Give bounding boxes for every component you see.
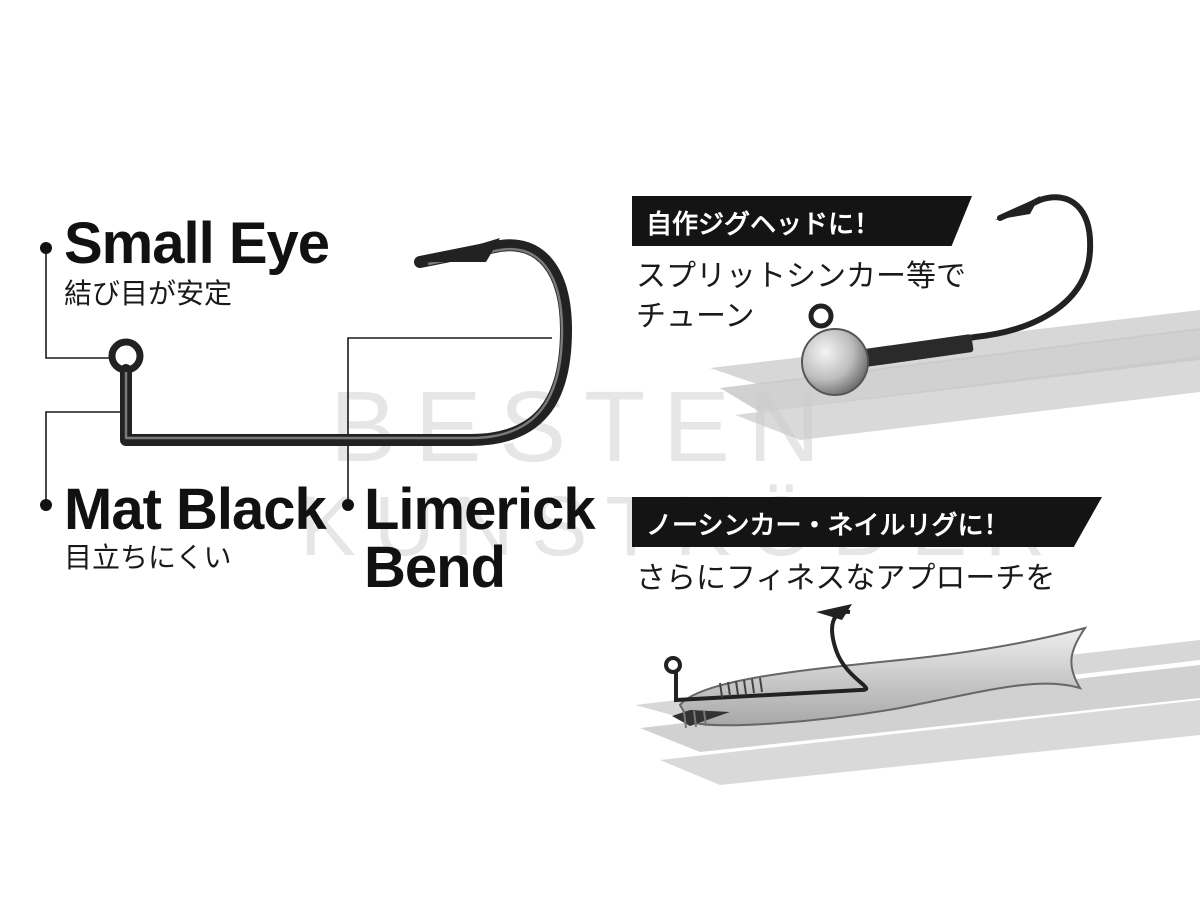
jig-head-text-line2: チューン xyxy=(636,299,755,334)
worm-rig xyxy=(664,604,1088,729)
no-sinker-banner: ノーシンカー・ネイルリグに！ xyxy=(632,497,1102,547)
mat-black-title: Mat Black xyxy=(64,477,327,542)
brush-stroke-top xyxy=(710,310,1200,440)
screw-spring xyxy=(719,677,763,698)
jig-head-banner-text: 自作ジグヘッドに！ xyxy=(646,210,881,240)
jig-head-ball xyxy=(801,328,869,396)
small-eye-title: Small Eye xyxy=(64,211,330,276)
mat-black-subtitle: 目立ちにくい xyxy=(64,541,232,574)
jig-eye xyxy=(808,303,834,329)
small-eye-subtitle: 結び目が安定 xyxy=(64,277,233,310)
mat-black-leader xyxy=(45,411,120,505)
no-sinker-banner-text: ノーシンカー・ネイルリグに！ xyxy=(646,511,1010,541)
nail-sinker xyxy=(672,710,730,726)
limerick-leader xyxy=(347,337,552,505)
callout-dots xyxy=(40,242,354,511)
limerick-title: Limerick xyxy=(364,477,596,542)
no-sinker-text: さらにフィネスなアプローチを xyxy=(636,561,1056,596)
callout-lines xyxy=(45,248,552,505)
bend-title: Bend xyxy=(364,535,506,600)
soft-bait xyxy=(678,626,1088,727)
jig-head-text-line1: スプリットシンカー等で xyxy=(636,259,966,294)
jig-head-banner: 自作ジグヘッドに！ xyxy=(632,196,972,246)
jig-head-hook xyxy=(801,194,1094,396)
small-eye-leader xyxy=(45,248,110,359)
jig-hook xyxy=(108,238,572,446)
